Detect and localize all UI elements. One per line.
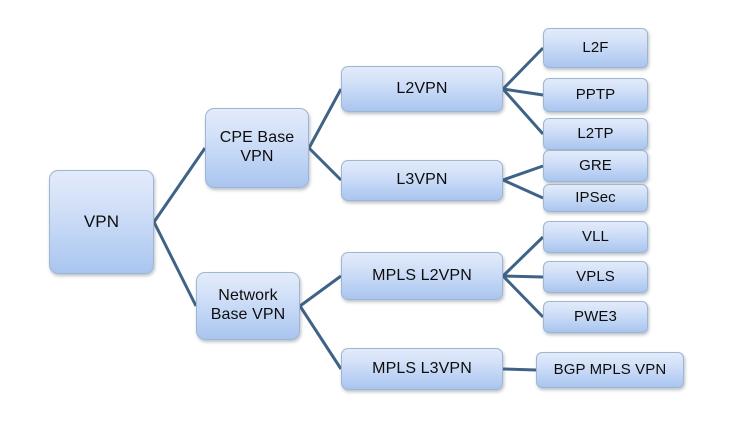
node-vpls[interactable]: VPLS (543, 261, 648, 293)
node-ipsec[interactable]: IPSec (543, 184, 648, 212)
node-label-cpe-base-vpn: CPE Base VPN (219, 129, 295, 165)
node-network-base-vpn[interactable]: Network Base VPN (196, 272, 300, 340)
connector-mpls-l3vpn-to-bgp-mpls-vpn (502, 367, 537, 372)
node-pptp[interactable]: PPTP (543, 78, 648, 112)
connector-l2vpn-to-l2tp (501, 88, 545, 135)
node-label-l3vpn: L3VPN (396, 171, 448, 189)
connector-l3vpn-to-ipsec (502, 178, 544, 200)
node-label-gre: GRE (579, 157, 612, 175)
connector-mpls-l2vpn-to-pwe3 (501, 274, 545, 319)
node-vpn[interactable]: VPN (49, 170, 154, 274)
node-bgp-mpls-vpn[interactable]: BGP MPLS VPN (536, 352, 684, 388)
node-label-bgp-mpls-vpn: BGP MPLS VPN (553, 361, 667, 379)
node-label-l2tp: L2TP (577, 125, 614, 143)
connector-network-base-vpn-to-mpls-l2vpn (299, 274, 342, 308)
node-vll[interactable]: VLL (543, 221, 648, 253)
node-pwe3[interactable]: PWE3 (543, 301, 648, 333)
node-label-l2vpn: L2VPN (396, 79, 448, 97)
connector-l2vpn-to-l2f (501, 46, 545, 91)
node-l2f[interactable]: L2F (543, 28, 648, 68)
connector-vpn-to-network-base-vpn (152, 221, 198, 307)
connector-cpe-base-vpn-to-l2vpn (307, 88, 343, 149)
node-l2tp[interactable]: L2TP (543, 118, 648, 150)
node-label-mpls-l3vpn: MPLS L3VPN (372, 359, 472, 377)
node-label-ipsec: IPSec (575, 189, 616, 207)
node-label-pptp: PPTP (575, 86, 616, 104)
node-cpe-base-vpn[interactable]: CPE Base VPN (205, 108, 309, 188)
node-label-mpls-l2vpn: MPLS L2VPN (372, 266, 472, 284)
node-label-l2f: L2F (582, 39, 609, 57)
node-gre[interactable]: GRE (543, 150, 648, 182)
node-label-pwe3: PWE3 (574, 308, 617, 326)
connector-l3vpn-to-gre (502, 164, 544, 182)
connector-mpls-l2vpn-to-vll (501, 235, 545, 278)
connector-network-base-vpn-to-mpls-l3vpn (298, 305, 343, 370)
node-label-vll: VLL (582, 228, 609, 246)
node-mpls-l2vpn[interactable]: MPLS L2VPN (341, 252, 503, 300)
node-label-network-base-vpn: Network Base VPN (210, 287, 286, 323)
node-mpls-l3vpn[interactable]: MPLS L3VPN (341, 348, 503, 390)
connector-vpn-to-cpe-base-vpn (152, 147, 207, 223)
connector-mpls-l2vpn-to-vpls (502, 274, 544, 279)
node-label-vpls: VPLS (576, 268, 615, 286)
connector-cpe-base-vpn-to-l3vpn (307, 146, 343, 182)
node-l3vpn[interactable]: L3VPN (341, 160, 503, 201)
node-l2vpn[interactable]: L2VPN (341, 66, 503, 112)
node-label-vpn: VPN (83, 211, 120, 231)
connector-l2vpn-to-pptp (502, 87, 544, 97)
